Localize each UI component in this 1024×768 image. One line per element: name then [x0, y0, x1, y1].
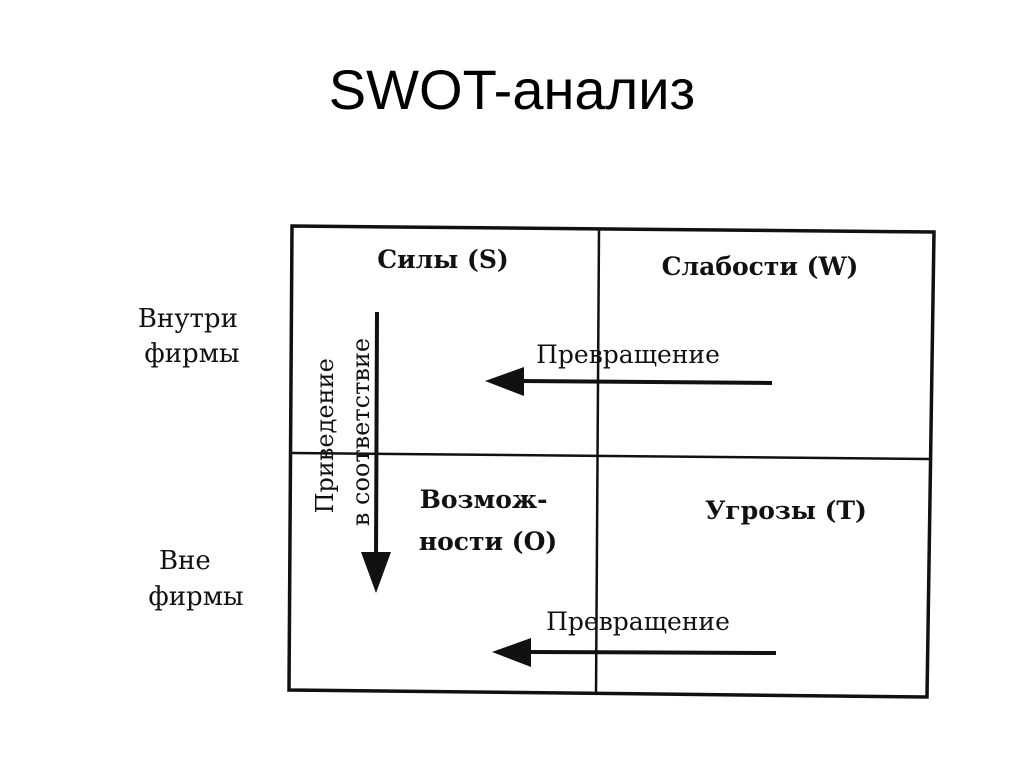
alignment-label-line2: в соответствие — [347, 338, 375, 526]
quadrant-weaknesses-heading: Слабости (W) — [662, 252, 859, 281]
row-label-inside: Внутри фирмы — [138, 304, 246, 369]
quadrant-threats-heading: Угрозы (T) — [705, 496, 867, 525]
row-label-outside-line1: Вне — [159, 546, 211, 576]
quadrant-opportunities-line2: ности (O) — [419, 527, 557, 556]
row-label-outside: Вне фирмы — [148, 546, 243, 612]
alignment-label: Приведение в соответствие — [311, 338, 375, 526]
quadrant-strengths-heading: Силы (S) — [377, 245, 509, 274]
quadrant-opportunities-line1: Возмож- — [420, 485, 548, 514]
top-transform-arrow-head — [485, 367, 524, 396]
alignment-label-text: Приведение в соответствие — [311, 338, 375, 526]
alignment-arrow-shaft — [374, 311, 379, 561]
row-label-inside-line2: фирмы — [144, 339, 239, 369]
top-transform-label: Превращение — [536, 340, 720, 369]
swot-grid-frame — [287, 224, 936, 699]
bottom-transform-arrow-head — [492, 638, 531, 667]
alignment-label-line1: Приведение — [311, 358, 339, 513]
row-label-outside-line2: фирмы — [148, 582, 243, 612]
bottom-transform-label: Превращение — [546, 607, 730, 636]
quadrant-opportunities-heading: Возмож- ности (O) — [419, 485, 557, 556]
top-transform-arrow-shaft — [519, 379, 773, 385]
row-label-inside-line1: Внутри — [138, 304, 238, 334]
slide-title: SWOT-анализ — [328, 58, 696, 121]
alignment-arrow-head — [361, 552, 391, 593]
swot-grid-horizontal-divider — [291, 451, 930, 461]
swot-grid-vertical-divider — [594, 228, 601, 695]
bottom-transform-arrow-shaft — [527, 650, 777, 655]
